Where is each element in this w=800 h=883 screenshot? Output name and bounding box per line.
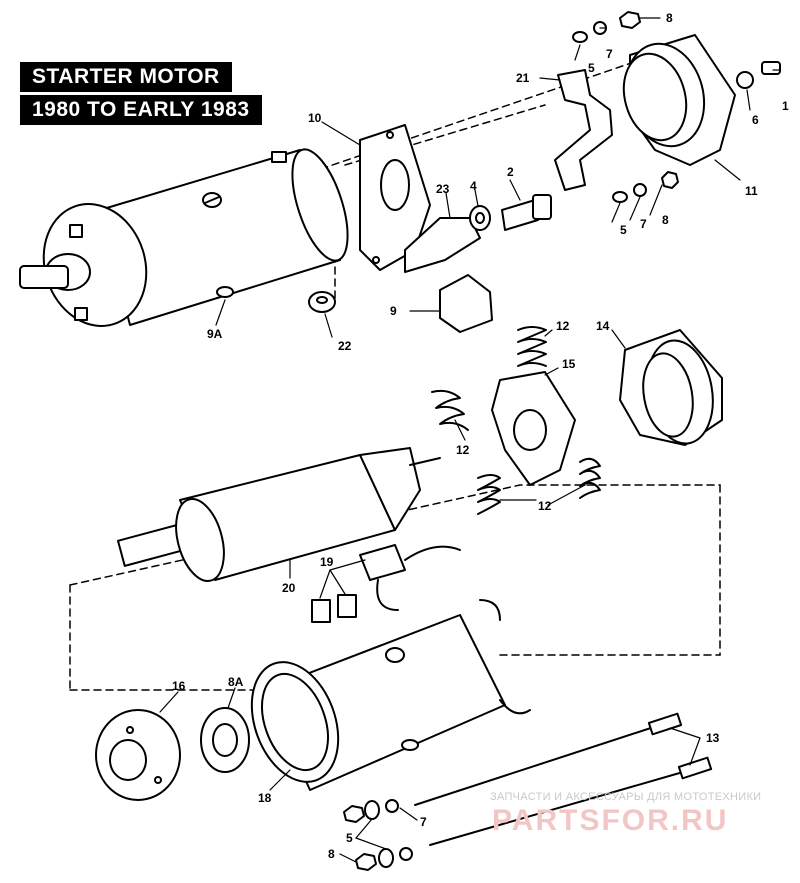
callout-8a: 8A (228, 675, 244, 689)
callout-15: 15 (562, 357, 576, 371)
bearing-8a (200, 707, 250, 773)
callout-7-mid: 7 (640, 217, 647, 231)
callout-leader-lines (159, 17, 781, 863)
spacer-22 (308, 291, 336, 313)
brush-plate-15 (491, 371, 576, 486)
washer-4 (469, 205, 491, 231)
callout-2: 2 (507, 165, 514, 179)
through-bolts-13 (414, 712, 713, 846)
brush-springs-12 (431, 326, 601, 515)
watermark-logo: PARTSFOR.RU (492, 804, 728, 837)
callout-7-bottom: 7 (420, 815, 427, 829)
callout-22: 22 (338, 339, 352, 353)
field-frame-18 (250, 599, 531, 791)
watermark-tagline: ЗАПЧАСТИ И АКСЕССУАРЫ ДЛЯ МОТОТЕХНИКИ (490, 791, 761, 803)
callout-12-right: 12 (538, 499, 552, 513)
callout-19: 19 (320, 555, 334, 569)
boot-9 (439, 274, 493, 333)
cover-11 (622, 34, 736, 166)
callout-5-top: 5 (588, 61, 595, 75)
callout-6: 6 (752, 113, 759, 127)
callout-4: 4 (470, 179, 477, 193)
bracket-23 (404, 217, 481, 273)
diagram-title-line-1: STARTER MOTOR (20, 62, 232, 92)
callout-1: 1 (782, 99, 789, 113)
end-cap-14 (619, 329, 723, 446)
callout-20: 20 (282, 581, 296, 595)
drive-end-housing-16 (95, 709, 181, 801)
callout-9a: 9A (207, 327, 223, 341)
hardware-bottom-cluster (343, 799, 413, 871)
diagram-title-line-2: 1980 TO EARLY 1983 (20, 95, 262, 125)
bolt-2 (501, 194, 552, 231)
hardware-top-cluster (572, 11, 781, 203)
callout-16: 16 (172, 679, 186, 693)
callout-13: 13 (706, 731, 720, 745)
callout-8-bottom: 8 (328, 847, 335, 861)
callout-9: 9 (390, 304, 397, 318)
callout-12-left: 12 (456, 443, 470, 457)
armature-20 (116, 447, 441, 582)
callout-23: 23 (436, 182, 450, 196)
callout-21: 21 (516, 71, 530, 85)
callout-11: 11 (745, 184, 758, 198)
callout-14: 14 (596, 319, 610, 333)
callout-18: 18 (258, 791, 272, 805)
callout-8-mid: 8 (662, 213, 669, 227)
callout-10: 10 (308, 111, 322, 125)
callout-8-top: 8 (666, 11, 673, 25)
bracket-21 (554, 69, 613, 191)
callout-12-top: 12 (556, 319, 570, 333)
callout-7-top: 7 (606, 47, 613, 61)
motor-housing-9a (19, 148, 349, 327)
callout-5-mid: 5 (620, 223, 627, 237)
brushes-19 (311, 544, 461, 623)
callout-5-bottom: 5 (346, 831, 353, 845)
